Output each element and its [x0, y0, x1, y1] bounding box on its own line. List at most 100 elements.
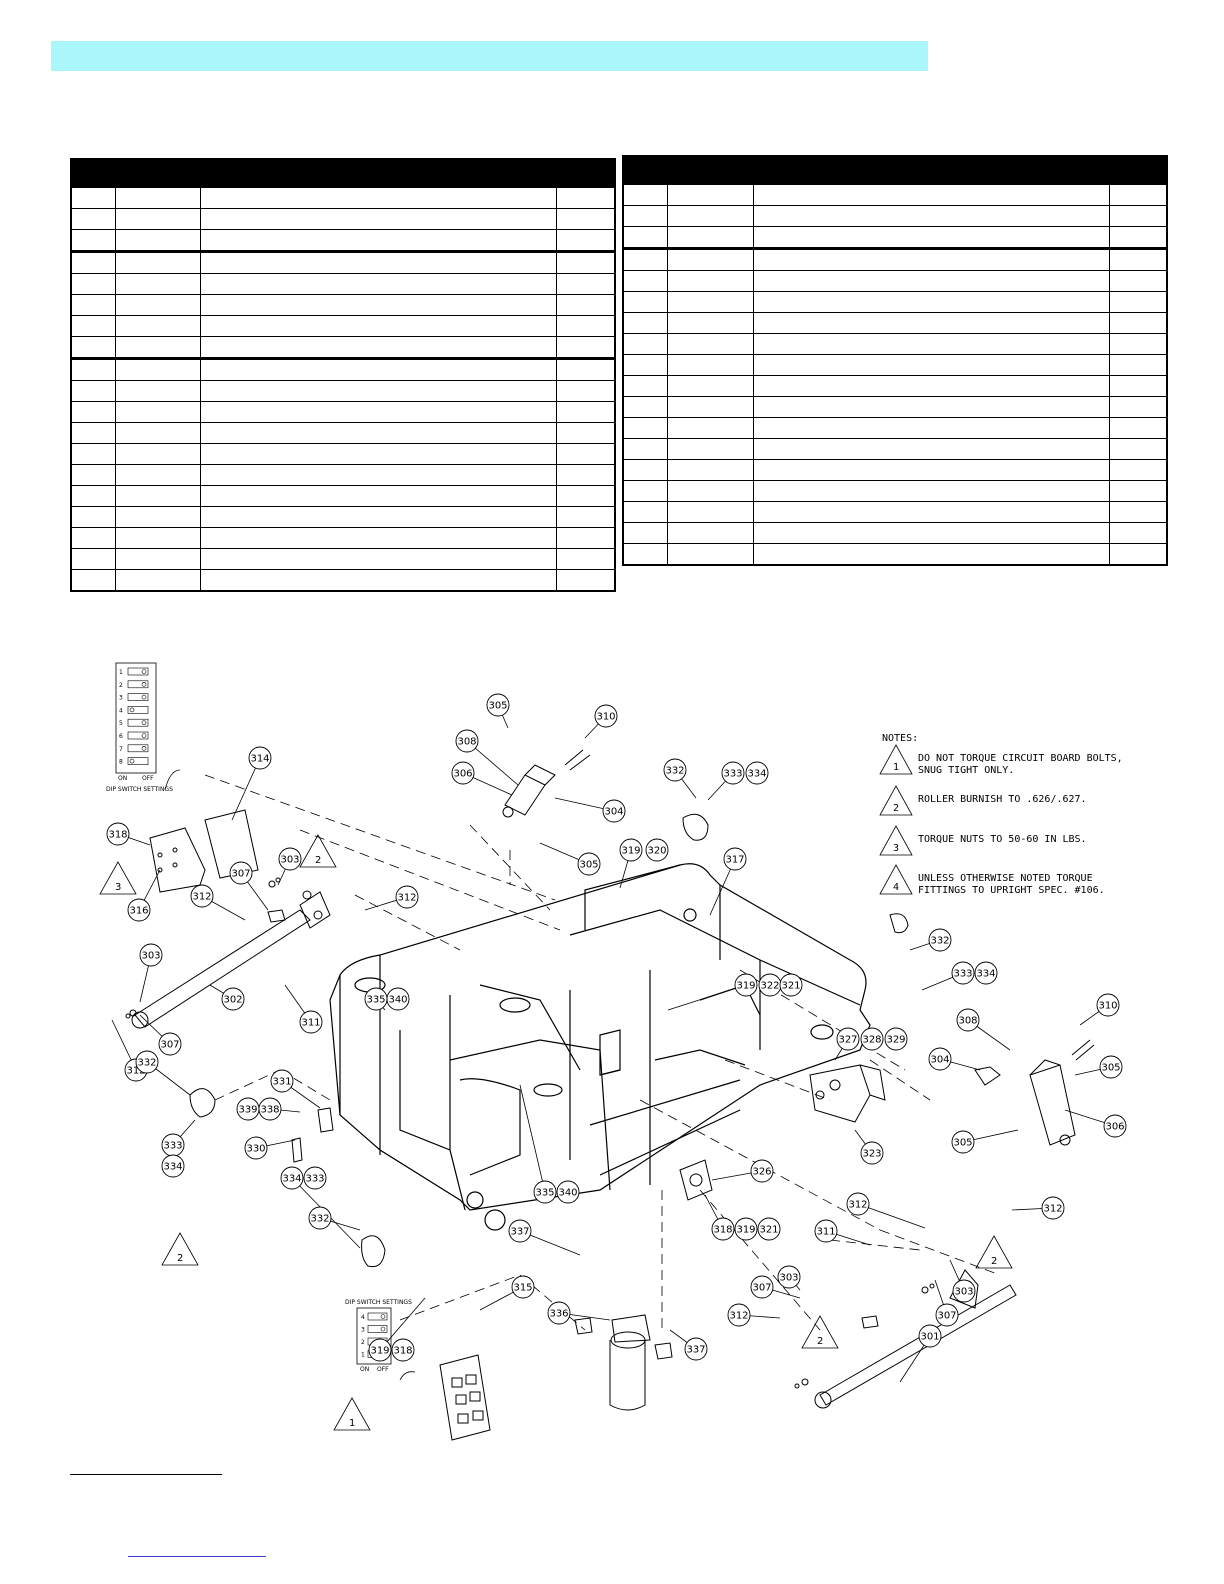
callout-circle [161, 1154, 185, 1178]
item-cell [70, 357, 116, 381]
callout-circle [270, 1069, 294, 1093]
callout-number: 331 [272, 1077, 291, 1088]
note-number: 2 [893, 803, 899, 814]
triangle-marker [801, 1315, 839, 1349]
callout-circle [951, 1130, 975, 1154]
callout-balloon: 305 [1099, 1055, 1123, 1079]
table-row [70, 506, 616, 528]
description-cell [752, 205, 1110, 227]
callout-circle [846, 1192, 870, 1216]
part-number-cell [666, 205, 754, 227]
callout-balloon: 334 [974, 961, 998, 985]
table-row [70, 250, 616, 274]
item-cell [70, 250, 116, 274]
description-cell [752, 522, 1110, 544]
dip-switch-number: 3 [119, 695, 123, 702]
manifold-323 [809, 1064, 886, 1123]
qty-cell [1108, 480, 1168, 502]
part-number-cell [666, 183, 754, 206]
qty-cell [1108, 354, 1168, 376]
callout-balloon: 303 [777, 1265, 801, 1289]
callout-number: 312 [1043, 1204, 1062, 1215]
callout-number: 312 [126, 1066, 145, 1077]
callout-number: 338 [260, 1105, 279, 1116]
callout-balloon: 301 [918, 1324, 942, 1348]
callout-number: 336 [549, 1309, 568, 1320]
dip-top-off-label: OFF [142, 775, 154, 782]
qty-cell [555, 250, 616, 274]
description-cell [752, 270, 1110, 292]
callout-circle [951, 961, 975, 985]
col-header-qty [555, 158, 616, 188]
dip-switch-slot [127, 757, 149, 765]
part-number-cell [114, 548, 201, 570]
callout-circle [451, 761, 475, 785]
callout-circle [244, 1136, 268, 1160]
callout-circle [1103, 1114, 1127, 1138]
item-cell [70, 422, 116, 444]
description-cell [752, 354, 1110, 376]
callout-balloon: 312 [846, 1192, 870, 1216]
table-row [622, 183, 1168, 206]
table-row [622, 396, 1168, 418]
callout-circle [135, 1050, 159, 1074]
dip-switch-number: 1 [119, 669, 123, 676]
callout-balloon: 338 [258, 1097, 282, 1121]
part-number-cell [666, 333, 754, 355]
part-number-cell [114, 357, 201, 381]
item-cell [70, 336, 116, 359]
callout-number: 303 [280, 855, 299, 866]
description-cell [199, 273, 557, 295]
callout-number: 303 [954, 1287, 973, 1298]
callout-number: 311 [301, 1018, 320, 1029]
dip-switch-slot [127, 680, 149, 689]
item-cell [622, 396, 668, 418]
callout-circle [814, 1219, 838, 1243]
callout-circle [645, 838, 669, 862]
callout-number: 319 [736, 1225, 755, 1236]
callout-number: 319 [621, 846, 640, 857]
dip-switch-slot [127, 718, 149, 727]
callout-number: 314 [250, 754, 269, 765]
callout-circle [860, 1141, 884, 1165]
dip-switch-number: 6 [119, 733, 123, 740]
footer-link-underline [128, 1556, 266, 1557]
callout-number: 334 [282, 1174, 301, 1185]
callout-balloon: 305 [486, 693, 510, 717]
note-text-line: DO NOT TORQUE CIRCUIT BOARD BOLTS, [918, 753, 1123, 764]
callout-balloon: 311 [814, 1219, 838, 1243]
callout-balloon: 311 [299, 1010, 323, 1034]
parts-table-right [622, 155, 1168, 566]
qty-cell [1108, 522, 1168, 544]
table-header-row [622, 155, 1168, 185]
triangle-number: 2 [315, 855, 321, 866]
callout-balloon: 333 [721, 761, 745, 785]
part-number-cell [666, 459, 754, 481]
callout-circle [258, 1097, 282, 1121]
description-cell [199, 506, 557, 528]
dip-top-title: DIP SWITCH SETTINGS [106, 786, 173, 793]
part-number-cell [114, 250, 201, 274]
callout-circle [777, 1265, 801, 1289]
callout-circle [1041, 1196, 1065, 1220]
part-number-cell [114, 527, 201, 549]
item-cell [70, 548, 116, 570]
callout-circle [486, 693, 510, 717]
callout-number: 333 [723, 769, 742, 780]
description-cell [199, 208, 557, 230]
qty-cell [555, 401, 616, 423]
description-cell [199, 548, 557, 570]
callout-number: 330 [246, 1144, 265, 1155]
callout-balloon: 319 [734, 973, 758, 997]
callout-circle [884, 1027, 908, 1051]
description-cell [752, 226, 1110, 249]
description-cell [752, 375, 1110, 397]
item-cell [70, 464, 116, 486]
part-number-cell [114, 422, 201, 444]
callout-balloon: 332 [308, 1206, 332, 1230]
dip-switch-toggle [141, 681, 147, 687]
callout-number: 306 [453, 769, 472, 780]
table-header-row [70, 158, 616, 188]
